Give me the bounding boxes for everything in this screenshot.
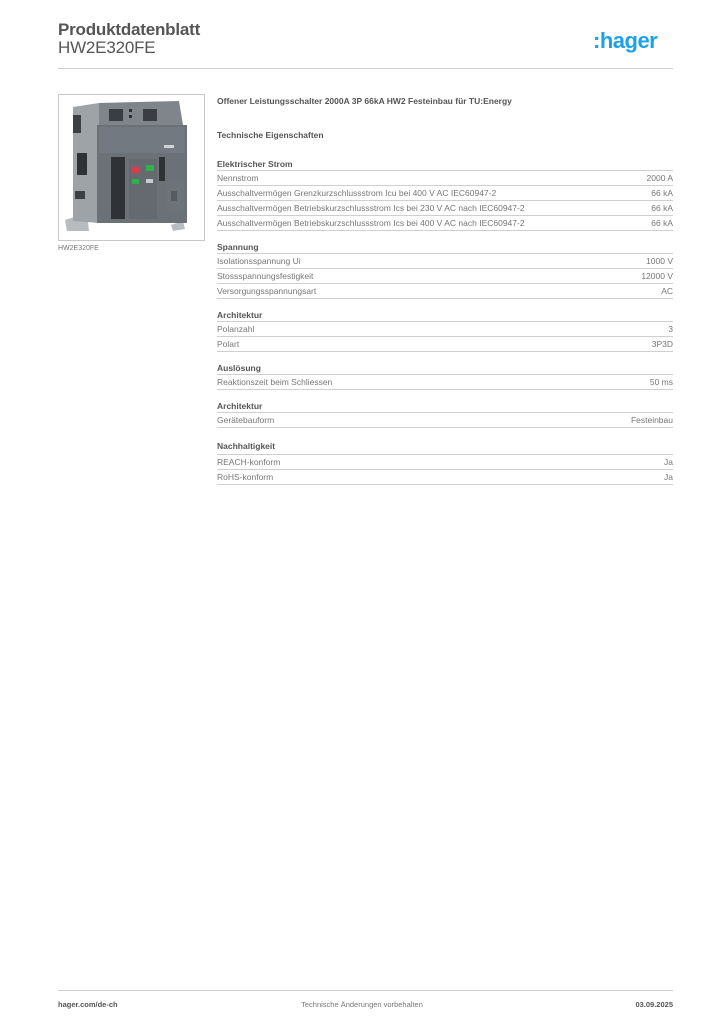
section-title: Nachhaltigkeit: [217, 438, 673, 455]
header-divider: [58, 68, 673, 69]
spec-row: Polanzahl 3: [217, 322, 673, 337]
product-image-caption: HW2E320FE: [58, 245, 99, 252]
spec-label: Polart: [217, 339, 240, 349]
spec-label: Stossspannungsfestigkeit: [217, 271, 314, 281]
spec-row: RoHS-konform Ja: [217, 470, 673, 485]
spec-value: 12000 V: [641, 271, 673, 281]
section-tripping: Auslösung Reaktionszeit beim Schliessen 5…: [217, 362, 673, 390]
spec-row: Versorgungsspannungsart AC: [217, 284, 673, 299]
footer-date: 03.09.2025: [635, 1000, 673, 1009]
spec-label: Ausschaltvermögen Grenzkurzschlussstrom …: [217, 188, 497, 198]
product-code: HW2E320FE: [58, 38, 156, 57]
section-title: Architektur: [217, 400, 673, 413]
footer-notice: Technische Änderungen vorbehalten: [301, 1000, 423, 1009]
spec-row: Nennstrom 2000 A: [217, 171, 673, 186]
spec-value: 3: [668, 324, 673, 334]
spec-value: 66 kA: [651, 203, 673, 213]
spec-label: Reaktionszeit beim Schliessen: [217, 377, 333, 387]
spec-row: Ausschaltvermögen Betriebskurzschlussstr…: [217, 216, 673, 231]
spec-row: REACH-konform Ja: [217, 455, 673, 470]
spec-label: Ausschaltvermögen Betriebskurzschlussstr…: [217, 218, 525, 228]
spec-value: 1000 V: [646, 256, 673, 266]
technical-properties-title: Technische Eigenschaften: [217, 130, 324, 140]
spec-row: Ausschaltvermögen Betriebskurzschlussstr…: [217, 201, 673, 216]
spec-value: AC: [661, 286, 673, 296]
spec-label: Polanzahl: [217, 324, 255, 334]
spec-value: 3P3D: [651, 339, 673, 349]
product-image: [58, 94, 205, 241]
spec-label: Gerätebauform: [217, 415, 275, 425]
section-title: Architektur: [217, 309, 673, 322]
section-architecture-form: Architektur Gerätebauform Festeinbau: [217, 400, 673, 428]
section-title: Auslösung: [217, 362, 673, 375]
hager-logo: :hager: [593, 28, 658, 54]
spec-row: Ausschaltvermögen Grenzkurzschlussstrom …: [217, 186, 673, 201]
footer-divider: [58, 990, 673, 991]
spec-value: Festeinbau: [630, 415, 673, 425]
spec-value: 66 kA: [651, 218, 673, 228]
logo-text: hager: [599, 28, 658, 53]
spec-label: Isolationsspannung Ui: [217, 256, 301, 266]
page-title: Produktdatenblatt: [58, 20, 201, 39]
spec-row: Gerätebauform Festeinbau: [217, 413, 673, 428]
section-electrical-current: Elektrischer Strom Nennstrom 2000 A Aussc…: [217, 158, 673, 231]
logo-colon: :: [593, 28, 600, 53]
spec-value: Ja: [664, 472, 673, 482]
product-details: Offener Leistungsschalter 2000A 3P 66kA …: [217, 96, 673, 485]
section-title: Spannung: [217, 241, 673, 254]
spec-label: Ausschaltvermögen Betriebskurzschlussstr…: [217, 203, 525, 213]
spec-value: Ja: [664, 457, 673, 467]
spec-label: RoHS-konform: [217, 472, 274, 482]
spec-value: 66 kA: [651, 188, 673, 198]
spec-row: Isolationsspannung Ui 1000 V: [217, 254, 673, 269]
product-description: Offener Leistungsschalter 2000A 3P 66kA …: [217, 96, 512, 106]
spec-label: REACH-konform: [217, 457, 281, 467]
spec-label: Versorgungsspannungsart: [217, 286, 317, 296]
spec-row: Polart 3P3D: [217, 337, 673, 352]
spec-label: Nennstrom: [217, 173, 259, 183]
section-architecture: Architektur Polanzahl 3 Polart 3P3D: [217, 309, 673, 352]
circuit-breaker-photo: [65, 101, 187, 231]
section-title: Elektrischer Strom: [217, 158, 673, 171]
spec-row: Stossspannungsfestigkeit 12000 V: [217, 269, 673, 284]
spec-row: Reaktionszeit beim Schliessen 50 ms: [217, 375, 673, 390]
spec-value: 50 ms: [649, 377, 673, 387]
spec-value: 2000 A: [646, 173, 673, 183]
footer-website-link[interactable]: hager.com/de-ch: [58, 1000, 118, 1009]
section-voltage: Spannung Isolationsspannung Ui 1000 V Sto…: [217, 241, 673, 299]
